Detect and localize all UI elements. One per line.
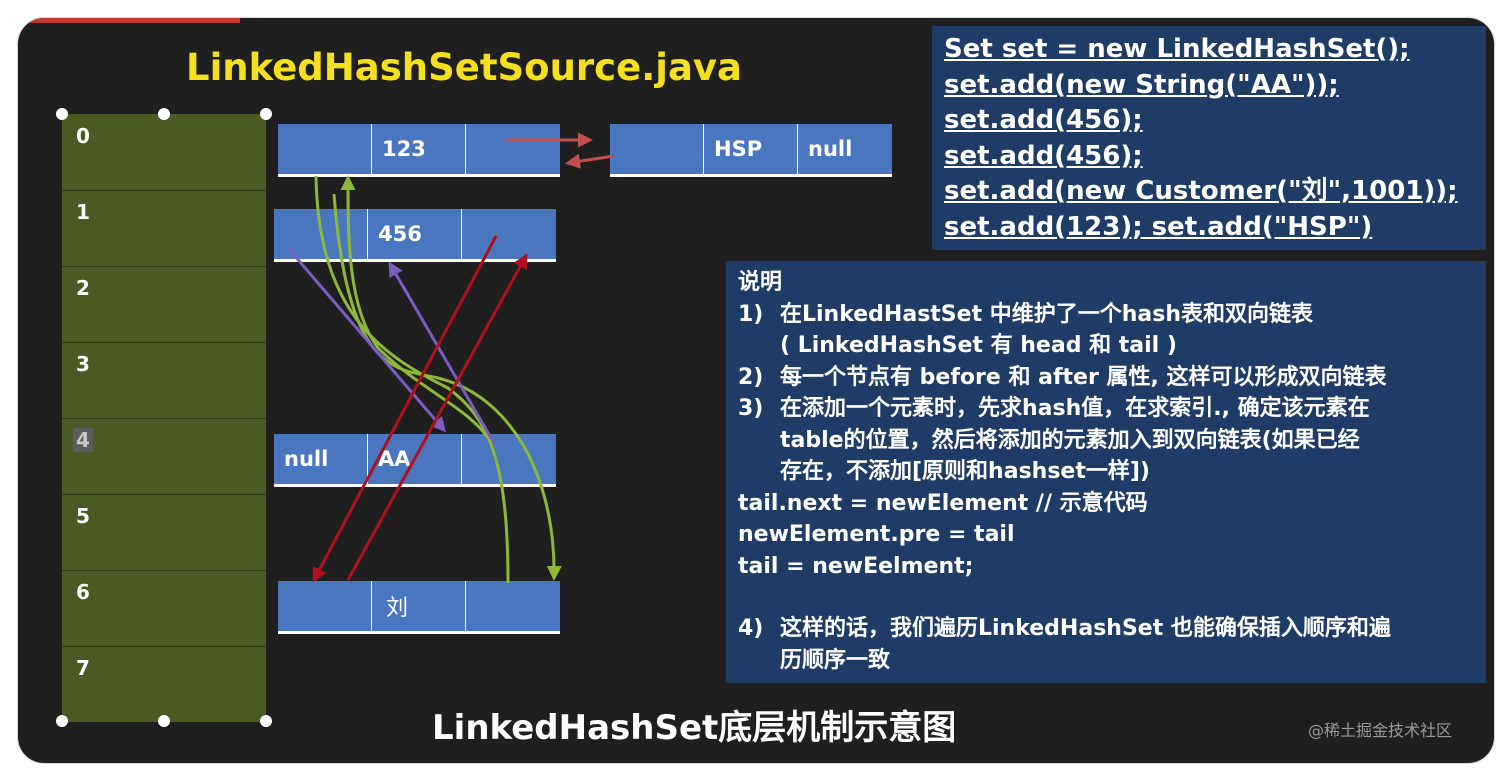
table-row: 3: [62, 342, 266, 419]
table-index: 4: [73, 428, 93, 452]
table-index: 1: [76, 200, 90, 224]
node-before-cell: [278, 581, 372, 631]
selection-handle[interactable]: [260, 715, 272, 727]
table-row: 7: [62, 646, 266, 722]
explain-line: 存在，不添加[原则和hashset一样]): [780, 459, 1150, 484]
arrow-hsp-to-123: [565, 153, 615, 169]
node-after-cell: [466, 581, 560, 631]
table-index: 5: [76, 504, 90, 528]
node-hsp: HSP null: [610, 124, 892, 177]
explanation-panel: 说明 1)在LinkedHastSet 中维护了一个hash表和双向链表 ( L…: [726, 261, 1486, 683]
selection-handle[interactable]: [158, 715, 170, 727]
node-after-cell: [466, 124, 560, 174]
table-row: 2: [62, 266, 266, 343]
explain-item: 4)这样的话，我们遍历LinkedHashSet 也能确保插入顺序和遍: [738, 616, 1391, 641]
node-before-cell: [610, 124, 704, 174]
slide-board: LinkedHashSetSource.java 0 1 2 3 4 5 6 7…: [18, 18, 1494, 763]
code-line: set.add(456);: [944, 140, 1143, 171]
node-value-cell: 123: [372, 124, 466, 174]
node-value-cell: HSP: [704, 124, 798, 174]
arrow-sweep-liu: [332, 193, 562, 581]
explain-item: 1)在LinkedHastSet 中维护了一个hash表和双向链表: [738, 301, 1314, 327]
node-liu: 刘: [278, 581, 560, 634]
code-line: set.add(new String("AA"));: [944, 69, 1339, 100]
node-value-cell: 456: [368, 209, 462, 259]
explain-code-line: tail.next = newElement // 示意代码: [738, 490, 1148, 516]
diagram-caption: LinkedHashSet底层机制示意图: [432, 708, 957, 748]
selection-handle[interactable]: [260, 108, 272, 120]
selection-handle[interactable]: [56, 108, 68, 120]
node-after-cell: null: [798, 124, 892, 174]
code-line: set.add(new Customer("刘",1001));: [944, 176, 1458, 206]
explain-code-line: newElement.pre = tail: [738, 522, 1015, 547]
node-value-cell: 刘: [372, 581, 466, 631]
top-accent-bar: [18, 18, 240, 23]
code-line: set.add(123); set.add("HSP"): [944, 211, 1373, 242]
selection-handle[interactable]: [56, 715, 68, 727]
selection-handle[interactable]: [158, 108, 170, 120]
explain-line: 历顺序一致: [780, 647, 891, 673]
node-after-cell: [462, 434, 556, 484]
table-row: 4: [62, 418, 266, 495]
node-after-cell: [462, 209, 556, 259]
explain-heading: 说明: [738, 270, 783, 295]
code-panel: Set set = new LinkedHashSet(); set.add(n…: [932, 26, 1486, 250]
table-index: 2: [76, 276, 90, 300]
arrow-liu-to-456-red: [346, 253, 528, 581]
file-title: LinkedHashSetSource.java: [186, 46, 742, 89]
node-123: 123: [278, 124, 560, 177]
code-line: set.add(456);: [944, 105, 1143, 135]
table-row: 1: [62, 190, 266, 267]
arrow-456-to-liu: [314, 175, 510, 584]
arrow-456-to-aa: [286, 247, 446, 433]
linkage-arrows: [286, 132, 615, 584]
code-line: Set set = new LinkedHashSet();: [944, 34, 1410, 64]
table-index: 7: [76, 656, 90, 680]
explain-code-line: tail = newEelment;: [738, 553, 974, 579]
node-before-cell: [278, 124, 372, 174]
table-index: 3: [76, 352, 90, 376]
node-before-cell: null: [274, 434, 368, 484]
explain-line: table的位置，然后将添加的元素加入到双向链表(如果已经: [780, 427, 1360, 453]
explain-item: 2)每一个节点有 before 和 after 属性, 这样可以形成双向链表: [738, 364, 1387, 390]
table-row: 6: [62, 570, 266, 647]
arrow-aa-to-456: [388, 261, 496, 444]
hash-table: 0 1 2 3 4 5 6 7: [62, 114, 266, 722]
table-index: 6: [76, 580, 90, 604]
table-row: 5: [62, 494, 266, 571]
table-index: 0: [76, 124, 90, 148]
arrow-to-123: [340, 175, 490, 439]
watermark: @稀土掘金技术社区: [1308, 721, 1453, 740]
explain-line: ( LinkedHashSet 有 head 和 tail ): [780, 333, 1177, 358]
explain-item: 3)在添加一个元素时，先求hash值，在求索引., 确定该元素在: [738, 396, 1370, 421]
table-row: 0: [62, 114, 266, 191]
arrow-456-to-liu-red: [312, 235, 498, 583]
